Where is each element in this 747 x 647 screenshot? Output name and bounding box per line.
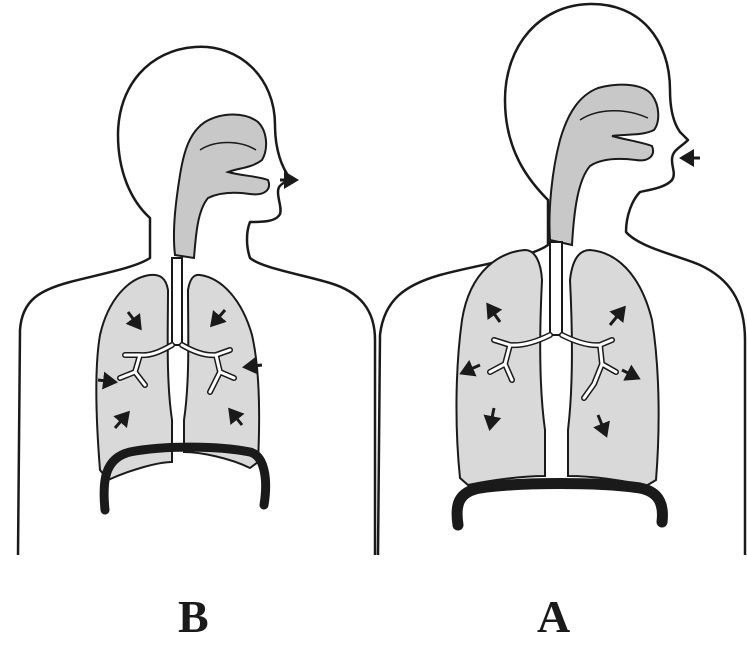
figure-b: B: [18, 47, 375, 642]
nasal-cavity-a: [549, 85, 658, 245]
arrow-icon: [245, 365, 262, 367]
panel-label-a: A: [537, 591, 570, 642]
nasal-cavity-b: [174, 115, 269, 259]
diaphragm-a: [457, 484, 662, 526]
trachea-b: [172, 258, 182, 345]
figure-a: A: [378, 4, 745, 642]
panel-label-b: B: [178, 591, 209, 642]
arrow-icon: [98, 380, 115, 382]
trachea-a: [550, 242, 562, 335]
